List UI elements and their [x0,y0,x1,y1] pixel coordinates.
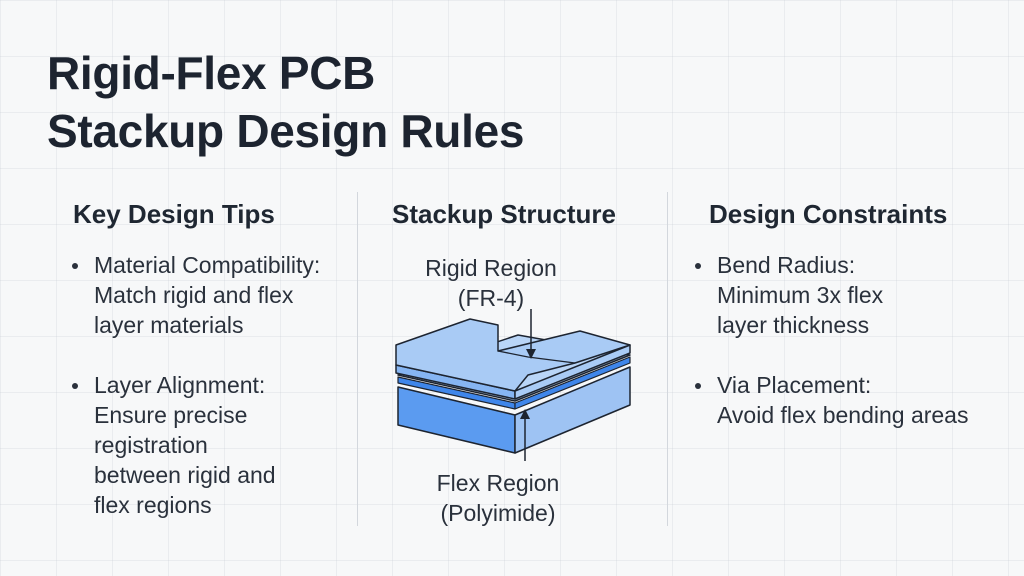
tip-line: Match rigid and flex [94,282,294,308]
key-design-tips-heading: Key Design Tips [73,199,275,229]
tip-layer-alignment: Layer Alignment: Ensure precise registra… [72,370,320,520]
flex-layer-side [514,356,631,410]
rigid-region-material: (FR-4) [457,285,525,311]
constraint-line: Minimum 3x flex [717,282,884,308]
tip-line: registration [94,432,208,458]
rigid-region-name: Rigid Region [425,255,557,281]
tip-material-compatibility: Material Compatibility: Match rigid and … [72,250,320,340]
stackup-diagram [395,309,631,461]
tip-line: Layer Alignment: [94,372,266,398]
rigid-region-arrow-head [526,349,536,359]
constraint-line: Avoid flex bending areas [717,402,969,428]
page-title-line-1: Rigid-Flex PCB [47,47,376,99]
flex-region-label: Flex Region (Polyimide) [388,468,608,528]
rigid-region-label: Rigid Region (FR-4) [381,253,601,313]
flex-region-arrow-head [520,409,530,419]
rigid-bottom-side-face [514,366,631,454]
rigid-top-face [395,318,631,392]
tip-line: Material Compatibility: [94,252,321,278]
tip-line: flex regions [94,492,212,518]
column-divider-right [667,192,668,526]
page-title: Rigid-Flex PCB Stackup Design Rules [47,44,524,160]
rigid-top-side-face [514,344,631,400]
tip-line: between rigid and [94,462,276,488]
tip-line: layer materials [94,312,244,338]
rigid-step-edge [497,350,576,364]
design-constraints-list: Bend Radius: Minimum 3x flex layer thick… [695,250,968,430]
stackup-structure-heading: Stackup Structure [392,199,616,229]
constraint-line: Via Placement: [717,372,872,398]
flex-region-material: (Polyimide) [440,500,556,526]
constraint-via-placement: Via Placement: Avoid flex bending areas [695,370,968,430]
constraint-line: Bend Radius: [717,252,856,278]
column-divider-left [357,192,358,526]
constraint-line: layer thickness [717,312,870,338]
flex-region-name: Flex Region [436,470,560,496]
key-design-tips-list: Material Compatibility: Match rigid and … [72,250,320,520]
constraint-bend-radius: Bend Radius: Minimum 3x flex layer thick… [695,250,968,340]
design-constraints-heading: Design Constraints [709,199,948,229]
page-title-line-2: Stackup Design Rules [47,105,525,157]
tip-line: Ensure precise [94,402,248,428]
